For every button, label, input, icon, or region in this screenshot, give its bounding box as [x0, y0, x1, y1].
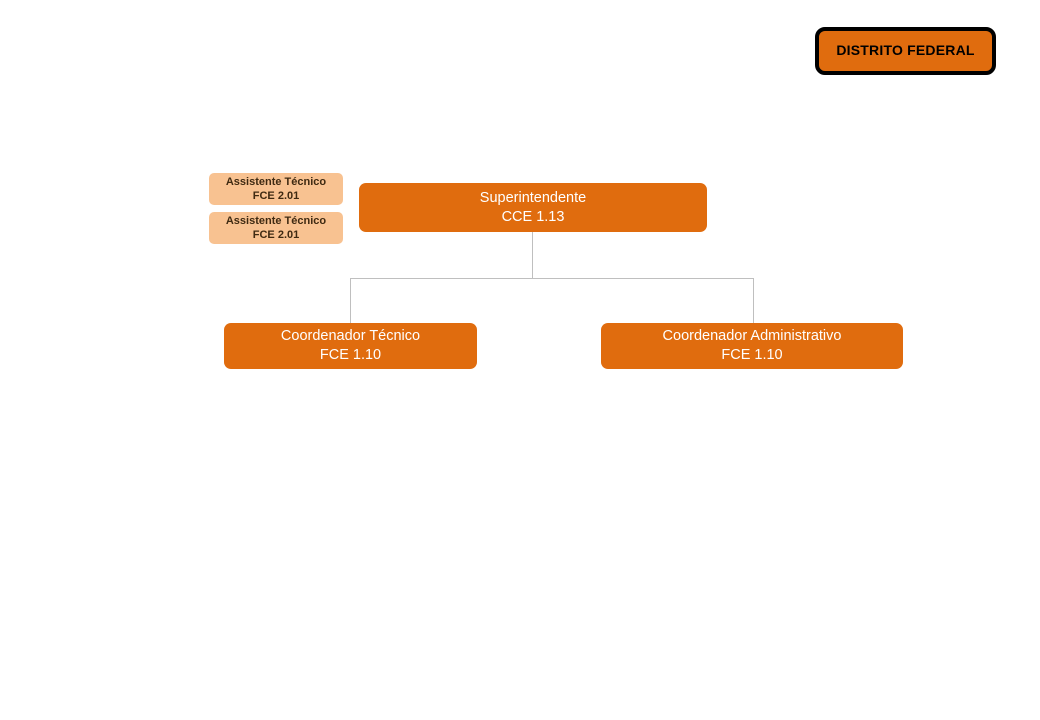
node-code: FCE 1.10	[721, 347, 783, 363]
node-code: FCE 2.01	[252, 190, 300, 202]
node-code: FCE 2.01	[252, 229, 300, 241]
node-assistente-tecnico-1[interactable]: Assistente Técnico FCE 2.01	[209, 173, 343, 205]
node-title: Coordenador Administrativo	[662, 328, 842, 345]
node-title: Superintendente	[479, 189, 587, 206]
distrito-federal-badge-label: DISTRITO FEDERAL	[836, 42, 975, 59]
node-coordenador-tecnico[interactable]: Coordenador Técnico FCE 1.10	[224, 323, 477, 369]
connector-child-administrativo	[753, 278, 754, 323]
node-superintendente[interactable]: Superintendente CCE 1.13	[359, 183, 707, 232]
connector-horizontal-bus	[350, 278, 754, 279]
distrito-federal-badge[interactable]: DISTRITO FEDERAL	[815, 27, 996, 75]
node-assistente-tecnico-2[interactable]: Assistente Técnico FCE 2.01	[209, 212, 343, 244]
node-title: Assistente Técnico	[225, 214, 327, 227]
connector-root-stem	[532, 232, 533, 279]
node-coordenador-administrativo[interactable]: Coordenador Administrativo FCE 1.10	[601, 323, 903, 369]
node-code: CCE 1.13	[501, 208, 565, 225]
node-title: Coordenador Técnico	[280, 328, 421, 345]
connector-child-tecnico	[350, 278, 351, 323]
node-title: Assistente Técnico	[225, 175, 327, 188]
node-code: FCE 1.10	[319, 347, 382, 363]
